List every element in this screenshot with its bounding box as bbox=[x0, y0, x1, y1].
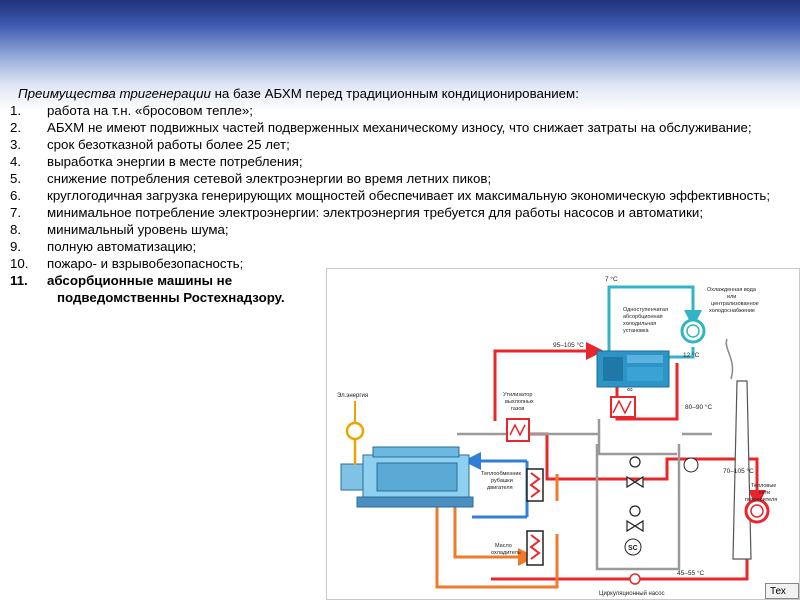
list-number: 5. bbox=[10, 171, 22, 186]
list-number: 10. bbox=[10, 256, 29, 271]
list-text: полную автоматизацию; bbox=[47, 239, 197, 254]
el-energy-label: Эл.энергия bbox=[337, 393, 368, 399]
chilled-consumer-inner bbox=[686, 324, 700, 338]
heat-consumer-inner bbox=[750, 504, 764, 518]
zigzag-icon bbox=[529, 534, 541, 560]
exhaust-recovery-label: Утилизатор выхлопных газов bbox=[503, 392, 535, 412]
temp-12: 12 °C bbox=[683, 351, 700, 359]
list-item: 6. круглогодичная загрузка генерирующих м… bbox=[0, 187, 786, 204]
chilled-water-loop bbox=[607, 285, 702, 359]
list-number: 9. bbox=[10, 239, 22, 254]
abhm-heat-exchanger bbox=[610, 396, 636, 418]
chimney bbox=[725, 338, 752, 560]
intro-rest: на базе АБХМ перед традиционным кондицио… bbox=[210, 86, 579, 101]
jacket-exchanger-label: Теплообменник рубашки двигателя bbox=[481, 471, 522, 491]
generator-icon bbox=[345, 421, 365, 441]
temp-45-55: 45–55 °C bbox=[677, 569, 704, 577]
temp-95-105: 95–105 °C bbox=[553, 341, 584, 349]
gas-engine bbox=[340, 446, 474, 508]
temp-70-105: 70–105 °C bbox=[723, 467, 754, 475]
list-text: минимальное потребление электроэнергии: … bbox=[47, 205, 704, 220]
list-item: 2. АБХМ не имеют подвижных частей подверж… bbox=[0, 119, 786, 136]
list-text: минимальный уровень шума; bbox=[47, 222, 229, 237]
zigzag-icon bbox=[529, 472, 541, 498]
zigzag-icon bbox=[509, 423, 526, 437]
list-item: 11. абсорбционные машины не подведомственн… bbox=[0, 272, 786, 306]
abhm-label: Одноступенчатая абсорбционная холодильна… bbox=[623, 307, 669, 334]
diagram-svg: ∞ bbox=[337, 275, 778, 597]
sc-controller bbox=[624, 538, 642, 556]
abhm-unit bbox=[596, 350, 670, 388]
temp-7: 7 °C bbox=[605, 275, 618, 283]
list-text: работа на т.н. «бросовом тепле»; bbox=[47, 103, 253, 118]
list-item: 7. минимальное потребление электроэнергии… bbox=[0, 204, 786, 221]
list-text: пожаро- и взрывобезопасность; bbox=[47, 256, 244, 271]
trigeneration-diagram: ∞ bbox=[326, 268, 800, 600]
temp-80-90: 80–90 °C bbox=[685, 403, 712, 411]
list-item: 10. пожаро- и взрывобезопасность; bbox=[0, 255, 786, 272]
pump-icon bbox=[629, 573, 641, 585]
list-number: 4. bbox=[10, 154, 22, 169]
intro-italic: Преимущества тригенерации bbox=[18, 86, 211, 101]
sc-label: SC bbox=[628, 545, 638, 552]
jacket-exchanger bbox=[526, 468, 544, 502]
heat-consumer-icon bbox=[744, 498, 770, 524]
list-item: 4. выработка энергии в месте потребления; bbox=[0, 153, 786, 170]
list-text: круглогодичная загрузка генерирующих мощ… bbox=[47, 188, 771, 203]
gauge-icon bbox=[683, 457, 699, 473]
circ-pump-label: Циркуляционный насос bbox=[599, 590, 665, 597]
list-item: 5. снижение потребления сетевой электроэн… bbox=[0, 170, 786, 187]
list-item: 1. работа на т.н. «бросовом тепле»; bbox=[0, 102, 786, 119]
list-number: 7. bbox=[10, 205, 22, 220]
valves bbox=[626, 456, 644, 533]
zigzag-icon bbox=[612, 399, 632, 415]
list-text: снижение потребления сетевой электроэнер… bbox=[47, 171, 492, 186]
list-number: 11. bbox=[10, 273, 28, 288]
list-text: АБХМ не имеют подвижных частей подвержен… bbox=[47, 120, 752, 135]
intro-heading: Преимущества тригенерации на базе АБХМ п… bbox=[18, 85, 788, 102]
chilled-consumer-icon bbox=[680, 318, 706, 344]
fan-icon: ∞ bbox=[627, 385, 633, 394]
cooled-water-label: Охлажденная вода или централизованное хо… bbox=[707, 287, 760, 314]
advantages-list: 1. работа на т.н. «бросовом тепле»; 2. АБХ… bbox=[0, 102, 786, 306]
list-item: 8. минимальный уровень шума; bbox=[0, 221, 786, 238]
list-number: 3. bbox=[10, 137, 22, 152]
list-number: 2. bbox=[10, 120, 22, 135]
list-text: срок безотказной работы более 25 лет; bbox=[47, 137, 290, 152]
warm-pipes bbox=[435, 474, 559, 589]
list-text: выработка энергии в месте потребления; bbox=[47, 154, 303, 169]
heat-network-label: Тепловые сети потребителя bbox=[745, 483, 778, 503]
list-item: 9. полную автоматизацию; bbox=[0, 238, 786, 255]
oil-cooler-label: Масло охладитель bbox=[491, 543, 521, 556]
list-number: 1. bbox=[10, 103, 22, 118]
list-number: 8. bbox=[10, 222, 22, 237]
corner-button[interactable]: Тех bbox=[765, 583, 799, 599]
list-text-line2: подведомственны Ростехнадзору. bbox=[57, 290, 285, 305]
oil-cooler-exchanger bbox=[526, 530, 544, 566]
list-number: 6. bbox=[10, 188, 22, 203]
list-item: 3. срок безотказной работы более 25 лет; bbox=[0, 136, 786, 153]
list-text: абсорбционные машины не bbox=[47, 273, 233, 288]
